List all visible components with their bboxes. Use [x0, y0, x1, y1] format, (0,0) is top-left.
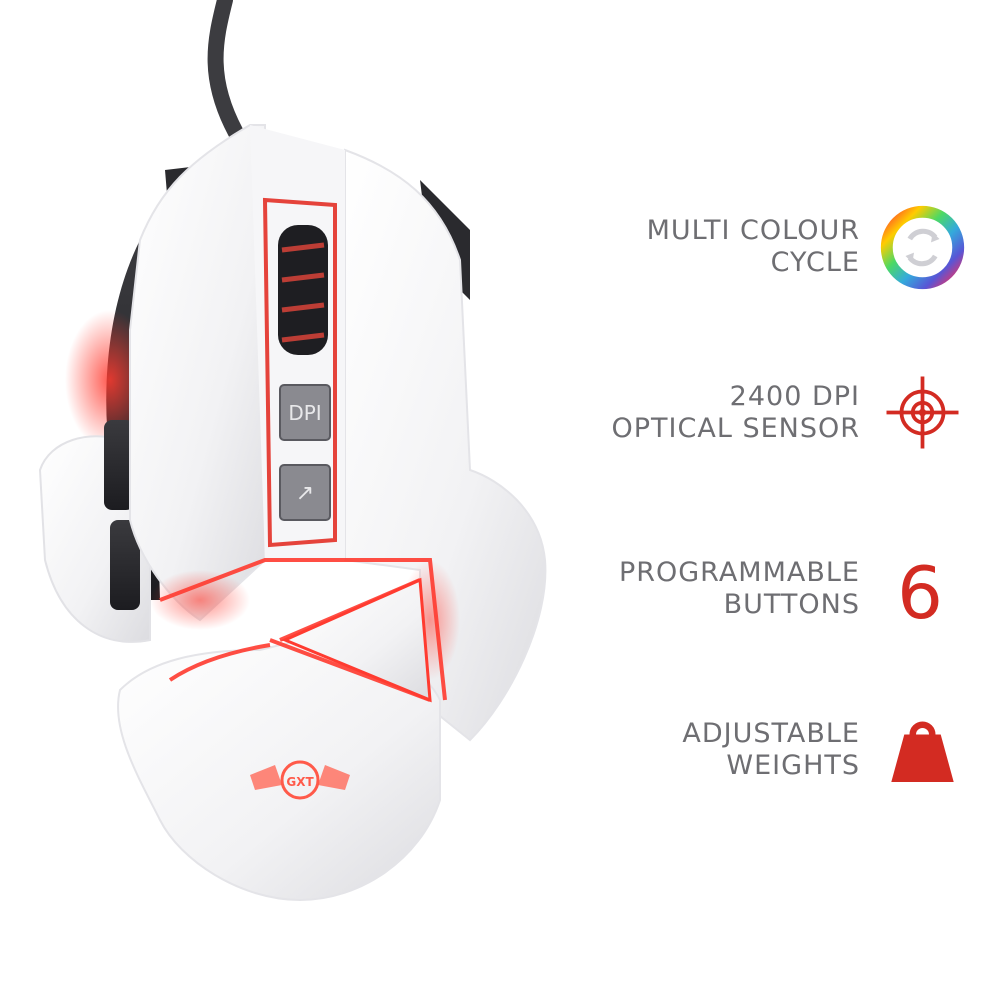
mouse-left-shell — [129, 124, 266, 622]
mouse-right-shell — [344, 148, 547, 742]
color-cycle-icon — [880, 205, 965, 290]
dpi-button[interactable] — [279, 384, 331, 441]
feature-programmable-buttons: PROGRAMMABLE BUTTONS — [560, 557, 860, 621]
button-count-badge: 6 — [897, 551, 943, 635]
speed-button[interactable] — [279, 464, 331, 521]
dpi-button-label: DPI — [288, 401, 321, 425]
feature-line: PROGRAMMABLE — [618, 557, 860, 588]
feature-line: 2400 DPI — [729, 381, 860, 412]
gaming-mouse-image: DPI ↗ GXT — [38, 0, 547, 902]
svg-text:↗: ↗ — [296, 481, 314, 506]
gxt-logo: GXT — [250, 760, 350, 800]
feature-adjustable-weights: ADJUSTABLE WEIGHTS — [560, 718, 860, 782]
feature-optical-sensor: 2400 DPI OPTICAL SENSOR — [560, 381, 860, 445]
feature-line: OPTICAL SENSOR — [611, 413, 860, 444]
feature-line: ADJUSTABLE — [682, 718, 860, 749]
svg-text:GXT: GXT — [286, 775, 314, 789]
mouse-cable — [207, 0, 248, 148]
feature-line: CYCLE — [770, 247, 860, 278]
feature-line: MULTI COLOUR — [646, 215, 860, 246]
crosshair-icon — [886, 376, 959, 449]
scroll-wheel — [278, 225, 328, 355]
feature-multi-colour-cycle: MULTI COLOUR CYCLE — [560, 215, 860, 279]
feature-line: BUTTONS — [723, 589, 860, 620]
feature-line: WEIGHTS — [726, 750, 860, 781]
weight-icon — [891, 721, 954, 782]
side-button-2 — [110, 520, 140, 610]
side-button-1 — [104, 420, 134, 510]
